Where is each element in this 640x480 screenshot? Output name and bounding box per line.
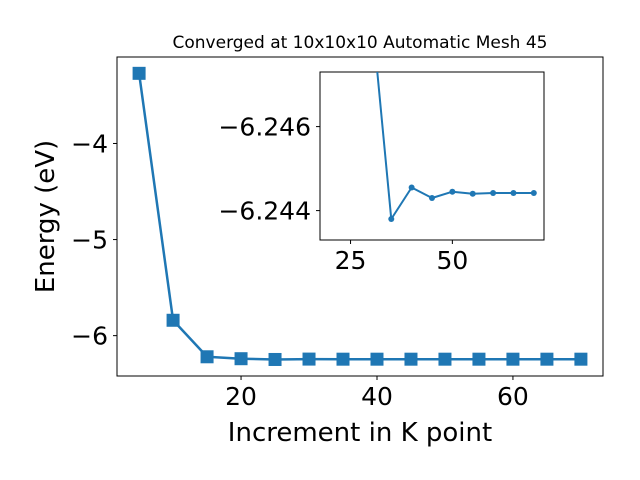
main-data-point [404,352,418,366]
x-axis-label: Increment in K point [228,418,492,448]
main-y-ticks: −6 −5 −4 [71,129,117,351]
main-x-tick-label: 40 [361,382,393,411]
inset-data-point [388,216,395,222]
main-series-group [132,66,588,366]
inset-x-tick-label: 25 [335,246,367,275]
main-x-tick-label: 20 [225,382,257,411]
main-data-point [506,352,520,366]
main-data-point [132,66,146,80]
inset-data-point [510,189,517,196]
main-data-point [302,352,316,366]
main-data-point [234,352,248,366]
main-x-ticks: 20 40 60 [225,376,529,411]
inset-data-point [408,184,415,191]
inset-plot-frame [319,71,545,241]
main-y-tick-label: −6 [71,322,108,351]
inset-data-point [429,195,435,201]
main-data-point [200,350,214,364]
main-data-point [540,352,554,366]
main-x-tick-label: 60 [497,382,529,411]
main-data-point [370,352,384,366]
inset-x-ticks: 25 50 [335,240,468,275]
inset-data-point [368,2,374,8]
inset-y-ticks: −6.246 −6.244 [218,113,320,226]
inset-series-group [368,2,537,222]
chart-title: Converged at 10x10x10 Automatic Mesh 45 [173,33,548,53]
inset-y-tick-label: −6.246 [218,113,311,142]
main-data-point [268,352,282,366]
main-data-point [438,352,452,366]
inset-axes: 25 50 −6.246 −6.244 [218,2,545,275]
inset-data-point [490,189,497,196]
main-y-tick-label: −4 [71,129,108,158]
main-data-point [574,352,588,366]
inset-data-point [449,188,456,195]
main-data-point [166,313,180,327]
y-axis-label: Energy (eV) [31,140,61,293]
main-data-point [336,352,350,366]
inset-y-tick-label: −6.244 [218,197,311,226]
main-data-point [472,352,486,366]
inset-data-point [469,190,476,197]
inset-x-tick-label: 50 [436,246,468,275]
inset-data-point [530,189,537,196]
main-y-tick-label: −5 [71,226,108,255]
